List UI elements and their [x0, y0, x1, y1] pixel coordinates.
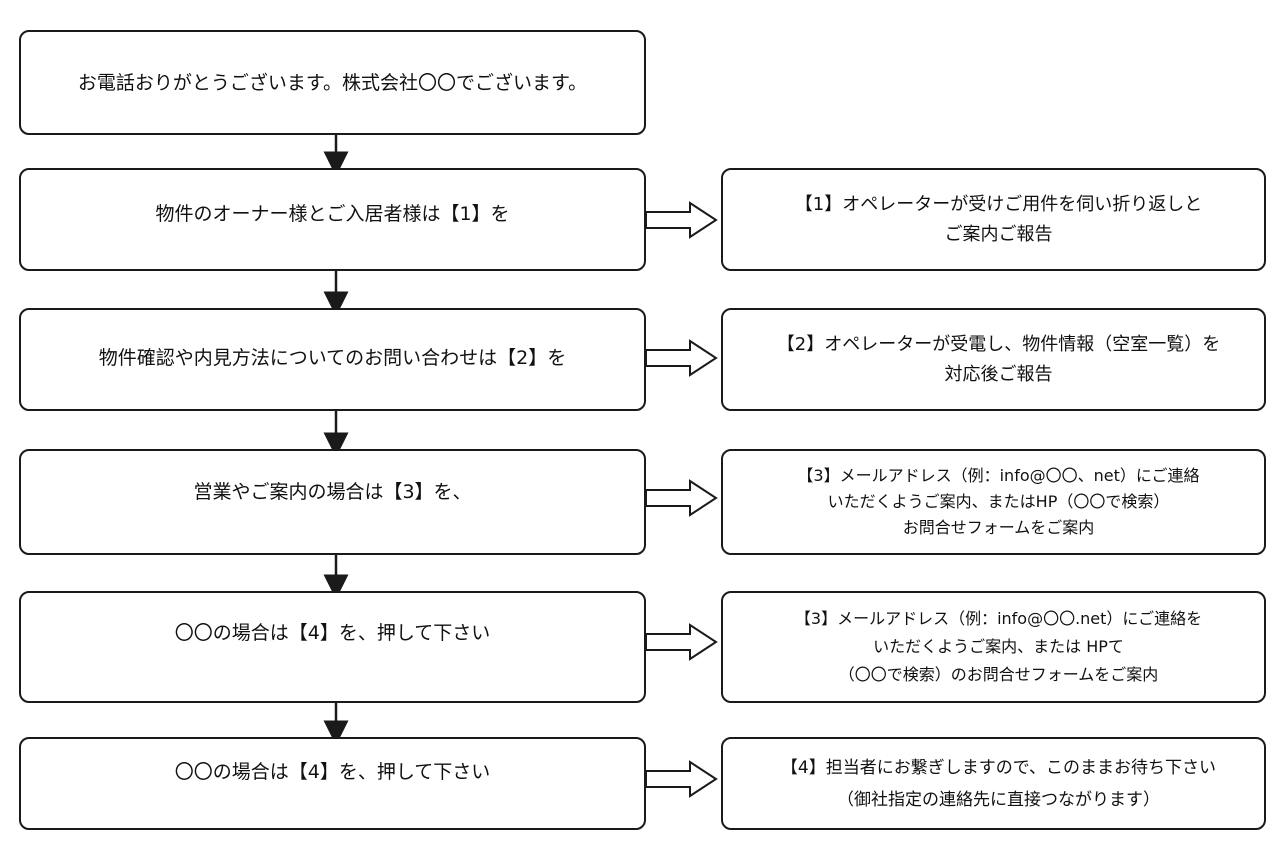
right-arrow-2: [645, 339, 718, 377]
note-4-line-2: いただくようご案内、または HPて: [873, 637, 1124, 656]
note-box-4: 【3】メールアドレス（例：info@〇〇.net）にご連絡を いただくようご案内…: [721, 591, 1266, 703]
note-box-5: 【4】担当者にお繋ぎしますので、このままお待ち下さい （御社指定の連絡先に直接つ…: [721, 737, 1266, 830]
note-1-line-2: ご案内ご報告: [944, 223, 1053, 245]
note-5-line-1: 【4】担当者にお繋ぎしますので、このままお待ち下さい: [780, 757, 1217, 778]
step-box-5: 〇〇の場合は【4】を、押して下さい: [19, 591, 646, 703]
note-4-line-3: （〇〇で検索）のお問合せフォームをご案内: [838, 665, 1159, 684]
note-2-line-1: 【2】オペレーターが受電し、物件情報（空室一覧）を: [776, 333, 1221, 355]
note-box-2: 【2】オペレーターが受電し、物件情報（空室一覧）を 対応後ご報告: [721, 308, 1266, 411]
note-1-line-1: 【1】オペレーターが受けご用件を伺い折り返しと: [794, 193, 1203, 215]
note-text-1: 【1】オペレーターが受けご用件を伺い折り返しと ご案内ご報告: [723, 190, 1264, 250]
step-box-1: お電話おりがとうございます。株式会社〇〇でございます。: [19, 30, 646, 135]
step-text-2: 物件のオーナー様とご入居者様は【1】を: [155, 202, 510, 225]
right-arrow-1: [645, 201, 718, 239]
note-box-3: 【3】メールアドレス（例：info@〇〇、net）にご連絡 いただくようご案内、…: [721, 449, 1266, 555]
step-text-5: 〇〇の場合は【4】を、押して下さい: [174, 622, 491, 644]
note-5-line-2: （御社指定の連絡先に直接つながります）: [837, 789, 1160, 810]
note-3-line-2: いただくようご案内、またはHP（〇〇で検索）: [827, 492, 1170, 511]
right-arrow-5: [645, 760, 718, 798]
step-box-2: 物件のオーナー様とご入居者様は【1】を: [19, 168, 646, 271]
note-text-5: 【4】担当者にお繋ぎしますので、このままお待ち下さい （御社指定の連絡先に直接つ…: [723, 752, 1264, 816]
note-text-4: 【3】メールアドレス（例：info@〇〇.net）にご連絡を いただくようご案内…: [723, 605, 1264, 689]
note-3-line-3: お問合せフォームをご案内: [902, 518, 1095, 537]
step-text-6: 〇〇の場合は【4】を、押して下さい: [174, 760, 491, 783]
step-text-4: 営業やご案内の場合は【3】を、: [193, 481, 472, 503]
note-2-line-2: 対応後ご報告: [944, 363, 1053, 385]
note-box-1: 【1】オペレーターが受けご用件を伺い折り返しと ご案内ご報告: [721, 168, 1266, 271]
note-text-2: 【2】オペレーターが受電し、物件情報（空室一覧）を 対応後ご報告: [723, 330, 1264, 390]
right-arrow-3: [645, 479, 718, 517]
note-4-line-1: 【3】メールアドレス（例：info@〇〇.net）にご連絡を: [794, 609, 1203, 628]
step-text-1: お電話おりがとうございます。株式会社〇〇でございます。: [77, 71, 588, 94]
right-arrow-4: [645, 623, 718, 661]
step-text-3: 物件確認や内見方法についてのお問い合わせは【2】を: [98, 346, 567, 369]
step-box-3: 物件確認や内見方法についてのお問い合わせは【2】を: [19, 308, 646, 411]
step-box-6: 〇〇の場合は【4】を、押して下さい: [19, 737, 646, 830]
step-box-4: 営業やご案内の場合は【3】を、: [19, 449, 646, 555]
note-3-line-1: 【3】メールアドレス（例：info@〇〇、net）にご連絡: [797, 466, 1200, 485]
note-text-3: 【3】メールアドレス（例：info@〇〇、net）にご連絡 いただくようご案内、…: [723, 463, 1264, 541]
